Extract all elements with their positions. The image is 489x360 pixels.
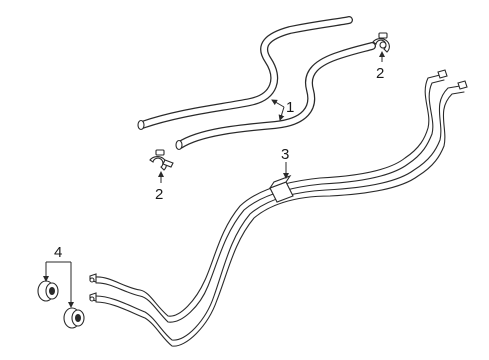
grommet-upper	[37, 280, 59, 302]
hose-clamp-upper-right	[372, 32, 390, 53]
upper-hose-b	[175, 42, 376, 151]
cooler-line-pair	[89, 69, 468, 347]
grommet-lower	[63, 307, 85, 329]
hose-clamp-mid-left	[149, 149, 174, 171]
leader-1b	[278, 106, 285, 121]
callout-2-lower: 2	[155, 186, 163, 203]
leader-1a	[271, 99, 285, 108]
callout-4: 4	[54, 244, 62, 261]
callout-1: 1	[286, 99, 294, 116]
callout-3: 3	[281, 146, 289, 163]
line-bracket	[268, 174, 294, 203]
callout-2-upper: 2	[376, 65, 384, 82]
upper-hose-a	[137, 16, 353, 131]
